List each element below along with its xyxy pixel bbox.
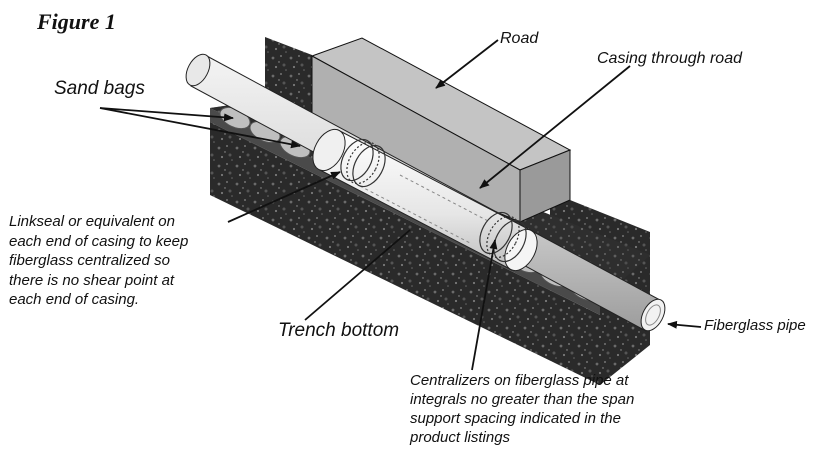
trench-front-wall xyxy=(210,122,600,385)
linkseal-leader xyxy=(227,171,341,223)
casing-leader xyxy=(479,65,631,189)
fiberglass-pipe-label: Fiberglass pipe xyxy=(704,317,806,334)
casing-print xyxy=(359,174,491,244)
linkseal-left xyxy=(340,138,386,188)
road-leader xyxy=(435,39,499,89)
leader-lines xyxy=(99,39,702,371)
sand-bags-label: Sand bags xyxy=(54,78,145,99)
figure-title: Figure 1 xyxy=(37,9,116,34)
sand-bags-leader-1 xyxy=(99,107,234,122)
road-label: Road xyxy=(500,30,539,47)
linkseal-note: Linkseal or equivalent on each end of ca… xyxy=(9,213,189,308)
fiberglass-pipe-leader xyxy=(667,320,702,329)
casing-through-road-label: Casing through road xyxy=(597,50,742,67)
trench-bottom-label: Trench bottom xyxy=(278,320,400,341)
pipe-end xyxy=(640,298,666,332)
sand-bags-leader-2 xyxy=(99,107,301,149)
trench-bottom-leader xyxy=(304,229,411,321)
centralizers-leader xyxy=(471,239,498,371)
centralizers-note: Centralizers on fiberglass pipe at integ… xyxy=(410,372,635,446)
